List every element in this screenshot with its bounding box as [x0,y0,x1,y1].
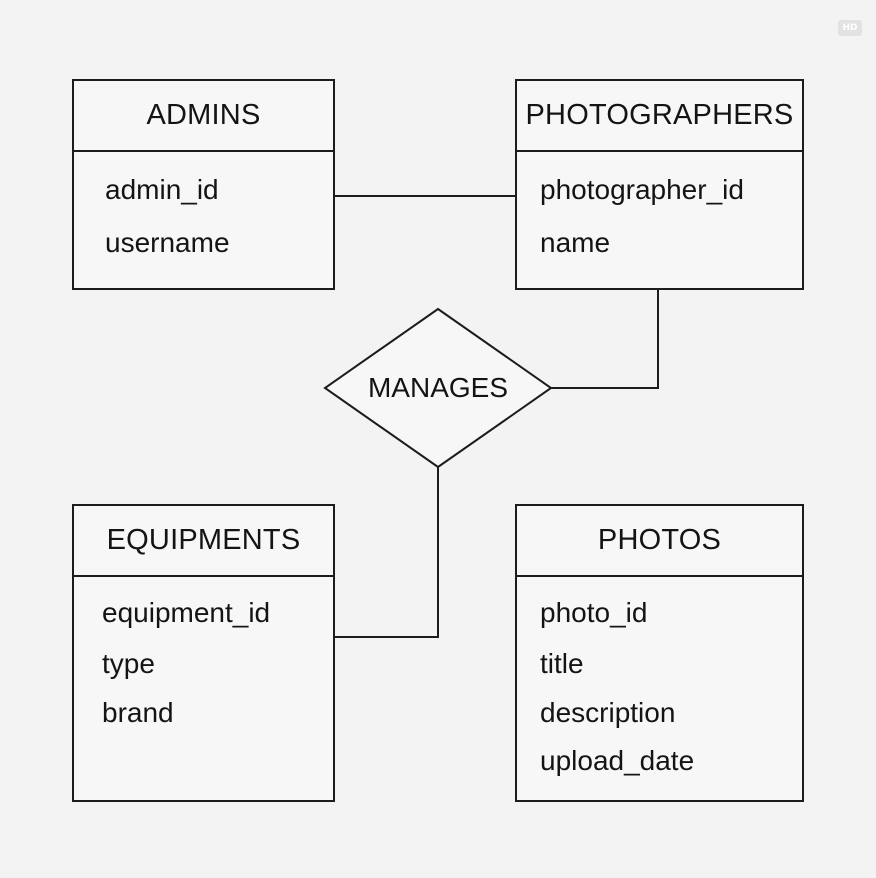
entity-equipments: EQUIPMENTS equipment_id type brand [72,504,335,802]
entity-admins-title: ADMINS [74,81,333,152]
attribute-equipment-id: equipment_id [102,597,271,628]
entity-admins: ADMINS admin_id username [72,79,335,290]
entity-equipments-title: EQUIPMENTS [74,506,333,577]
entity-photos: PHOTOS photo_id title description upload… [515,504,804,802]
attribute-name: name [540,227,611,258]
entity-photos-title: PHOTOS [517,506,802,577]
relationship-manages-label: MANAGES [367,372,509,403]
attribute-type: type [102,648,155,679]
attribute-username: username [105,227,230,258]
attribute-upload-date: upload_date [540,745,695,776]
attribute-photographer-id: photographer_id [540,174,744,205]
entity-photographers-title: PHOTOGRAPHERS [517,81,802,152]
connector-manages-equipments [334,467,439,638]
entity-photographers: PHOTOGRAPHERS photographer_id name [515,79,804,290]
hd-badge: HD [838,20,862,36]
attribute-description: description [540,697,676,728]
relationship-manages-diamond [323,307,553,469]
attribute-brand: brand [102,697,174,728]
connector-photographers-manages [551,289,659,389]
attribute-photo-id: photo_id [540,597,648,628]
attribute-admin-id: admin_id [105,174,219,205]
attribute-title: title [540,648,584,679]
